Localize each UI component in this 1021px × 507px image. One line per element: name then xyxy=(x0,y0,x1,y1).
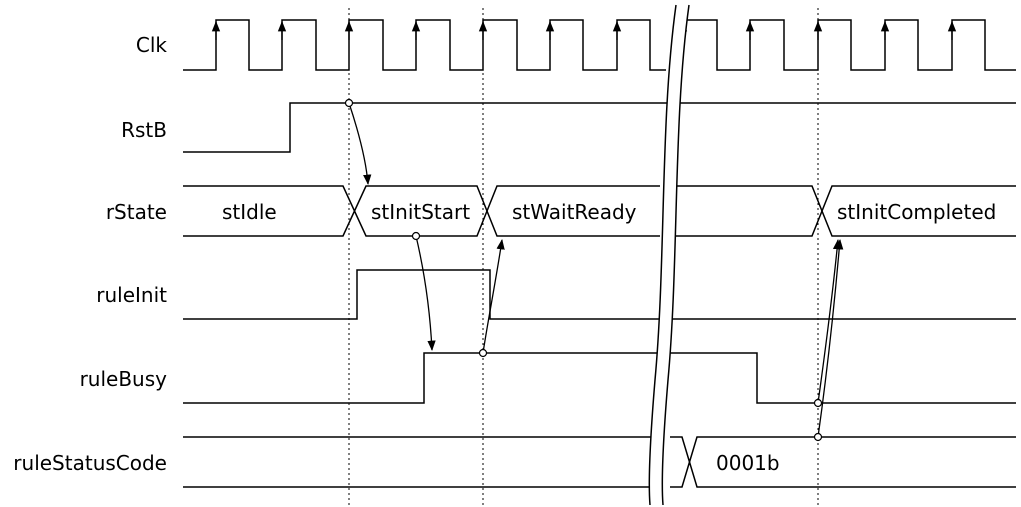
arrow-status-code-to-rstate xyxy=(817,238,844,438)
rule-busy-waveform xyxy=(183,352,1016,404)
dependency-origin-dot xyxy=(813,398,823,408)
time-break-marker xyxy=(648,4,690,506)
rstate-value-st-wait-ready: stWaitReady xyxy=(512,200,637,224)
signal-label-rule-busy: ruleBusy xyxy=(80,367,168,391)
dependency-origin-dot xyxy=(478,348,488,358)
rule-init-waveform xyxy=(183,269,1016,320)
signal-label-rstb: RstB xyxy=(121,118,167,142)
clk-waveform xyxy=(183,19,1016,71)
clk-rising-edge-arrows xyxy=(211,20,957,40)
signal-label-clk: Clk xyxy=(136,33,168,57)
rstate-value-st-init-start: stInitStart xyxy=(371,200,470,224)
rstate-value-st-init-completed: stInitCompleted xyxy=(837,200,996,224)
signal-label-rstate: rState xyxy=(106,200,167,224)
arrow-rule-busy-to-rstate xyxy=(482,238,505,354)
rstate-bus: stIdle stInitStart stWaitReady stInitCom… xyxy=(183,185,1016,237)
arrow-rstb-to-rstate xyxy=(348,102,372,186)
dependency-arrows xyxy=(344,98,844,442)
dependency-origin-dot xyxy=(813,432,823,442)
guide-lines xyxy=(348,8,819,505)
rule-status-code-bus: 0001b xyxy=(183,436,1016,488)
dependency-origin-dot xyxy=(344,98,354,108)
signal-label-rule-status-code: ruleStatusCode xyxy=(13,451,167,475)
rule-status-code-value: 0001b xyxy=(716,451,780,475)
arrow-rule-busy-low-to-rstate xyxy=(817,238,842,404)
dependency-origin-dot xyxy=(411,231,421,241)
signal-labels: Clk RstB rState ruleInit ruleBusy ruleSt… xyxy=(13,33,167,475)
signal-label-rule-init: ruleInit xyxy=(96,283,167,307)
rstb-waveform xyxy=(183,102,1016,153)
arrow-rstate-to-rule-busy xyxy=(415,235,436,352)
rstate-value-st-idle: stIdle xyxy=(222,200,277,224)
